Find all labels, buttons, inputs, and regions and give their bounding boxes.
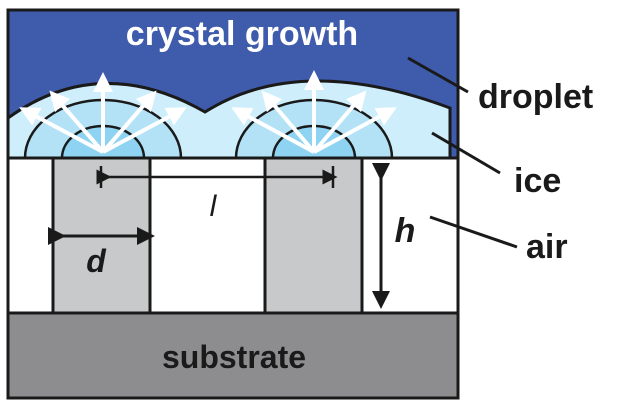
leader-droplet (407, 56, 469, 94)
growth-arrows-left (19, 72, 187, 154)
label-d: d (86, 243, 107, 279)
label-l: l (210, 190, 218, 223)
leader-ice (431, 131, 501, 175)
label-crystal-growth: crystal growth (126, 15, 358, 53)
leader-lines (407, 56, 518, 249)
label-ice: ice (514, 162, 561, 200)
label-substrate: substrate (162, 339, 306, 375)
label-droplet: droplet (478, 78, 593, 116)
label-h: h (395, 212, 416, 250)
pillar-right (263, 156, 364, 315)
diagram-frame (6, 8, 460, 400)
growth-arrows-right (231, 70, 397, 154)
leader-air (429, 215, 518, 249)
dimension-l (96, 166, 338, 188)
label-air: air (526, 228, 568, 266)
